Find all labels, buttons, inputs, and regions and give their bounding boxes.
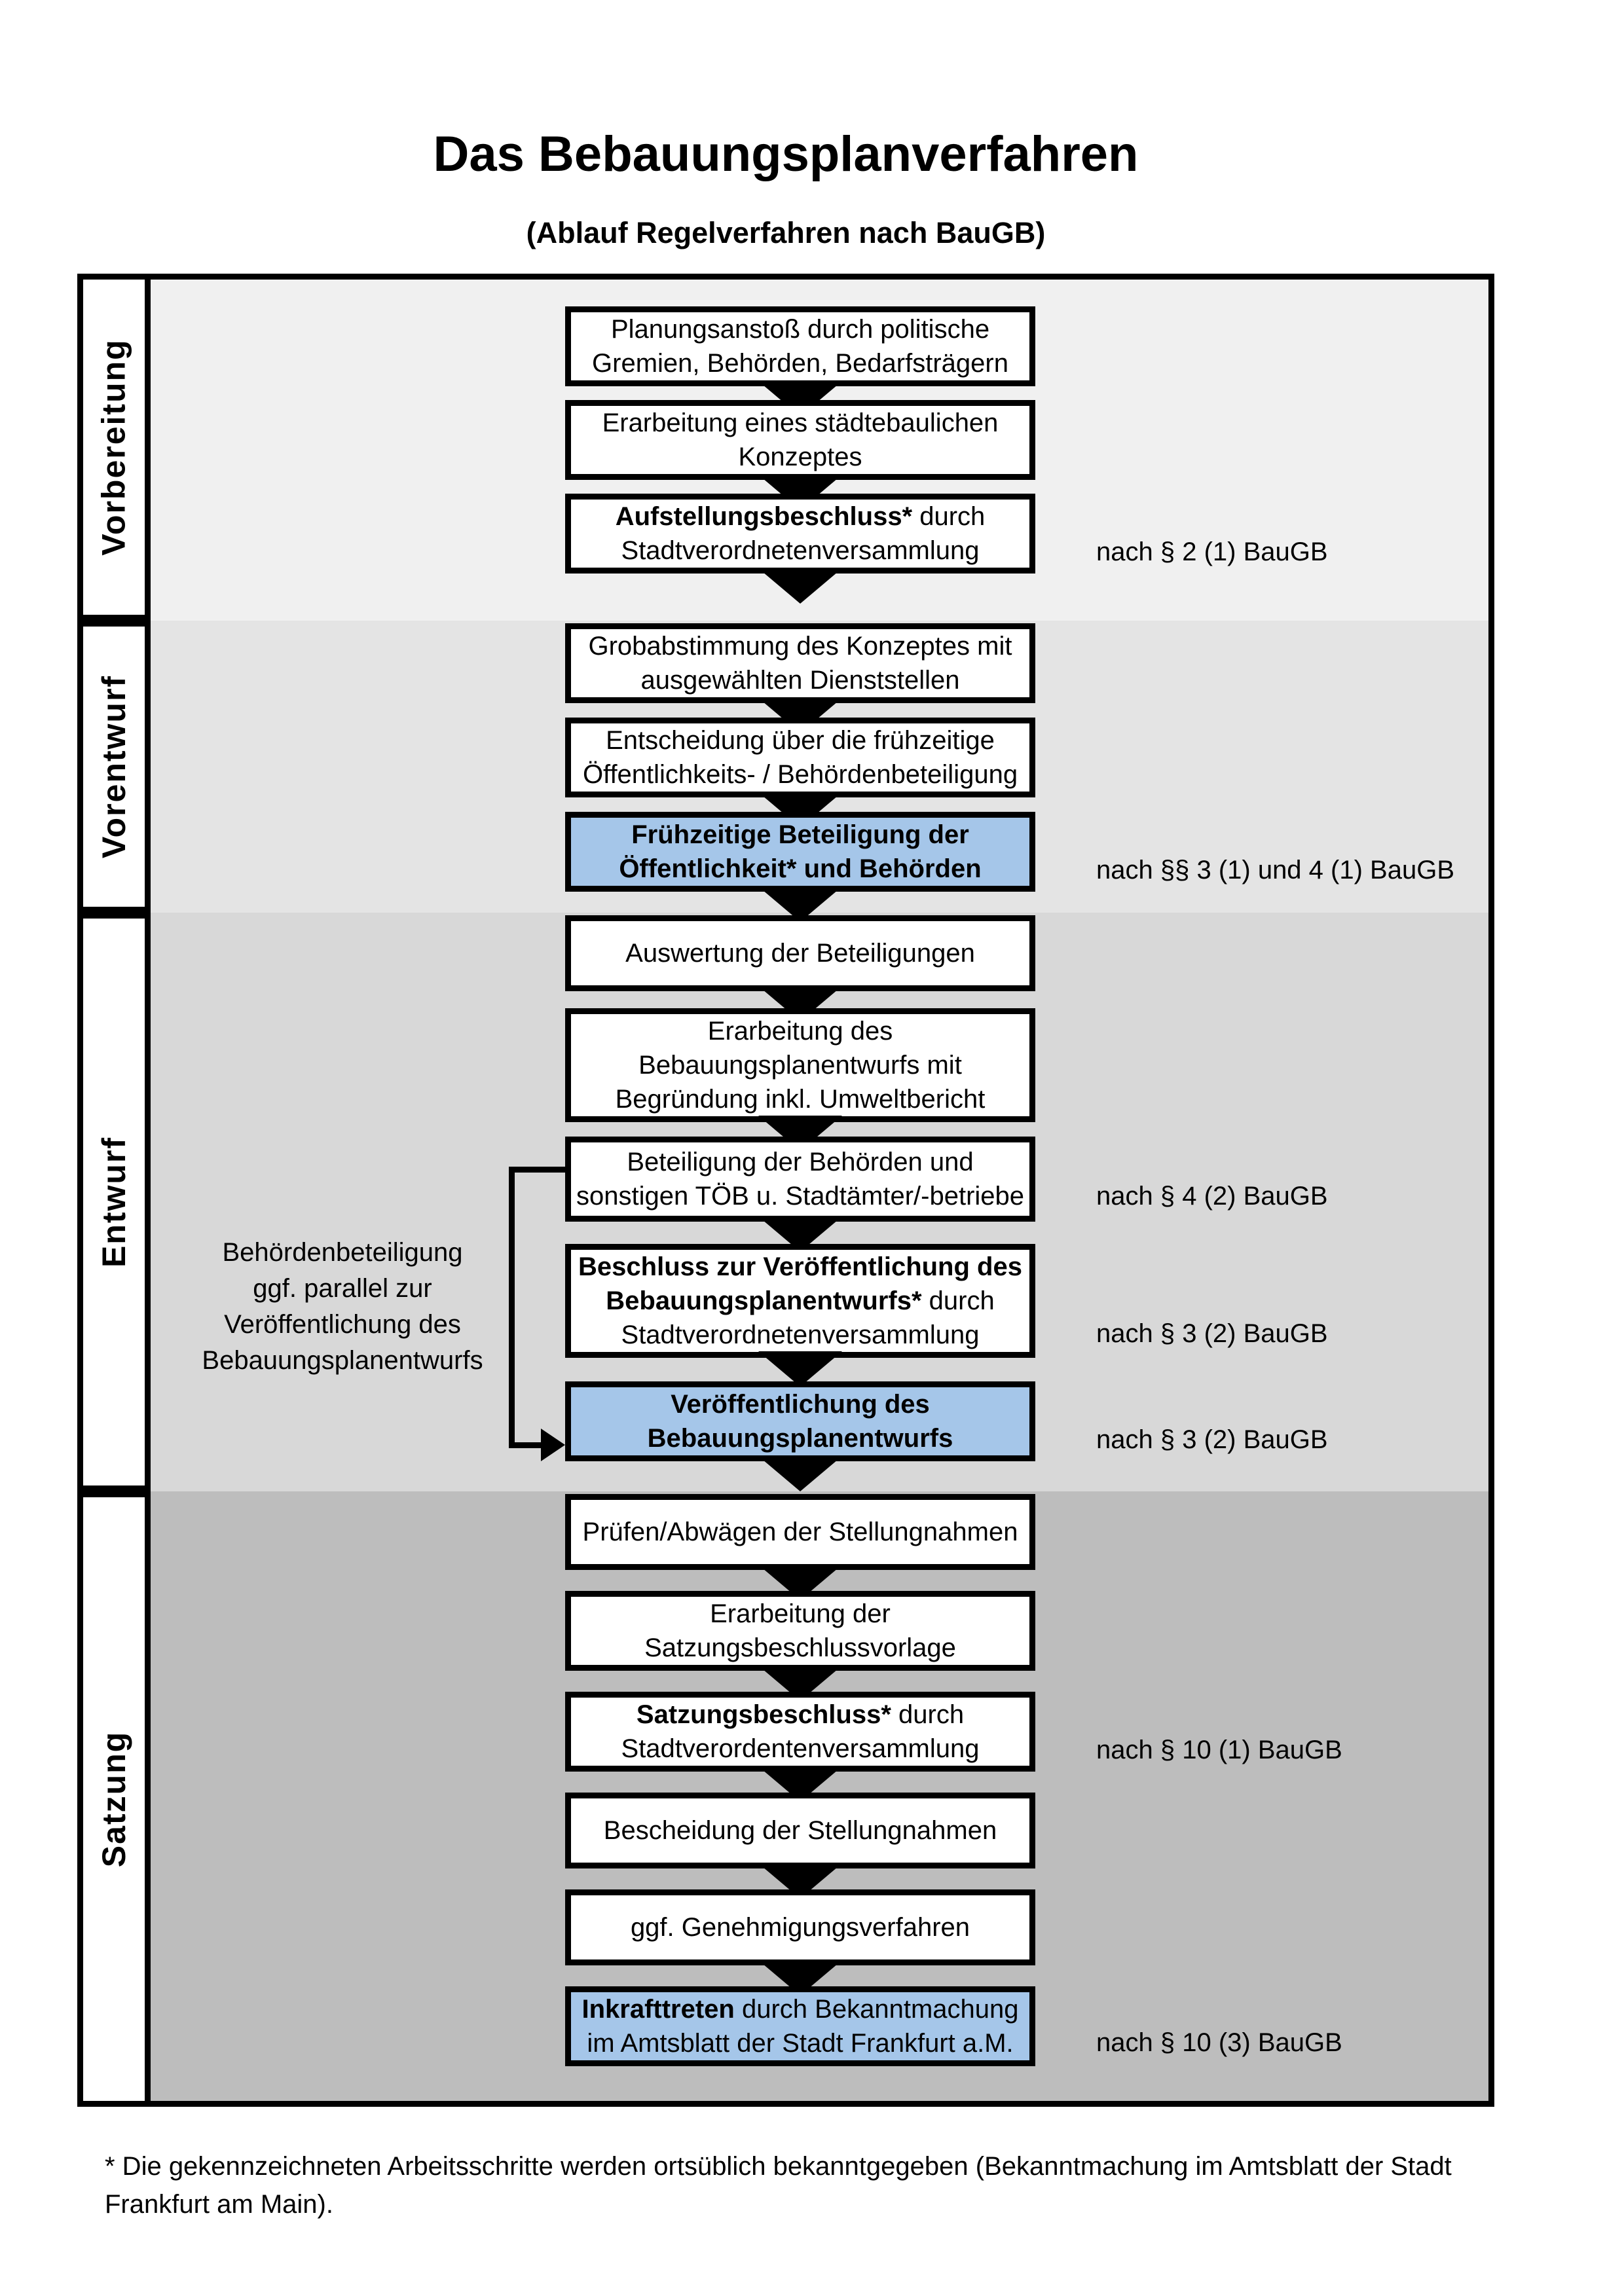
flow-box-fruehzeitige-beteiligung: Frühzeitige Beteiligung der Öffentlichke… <box>565 812 1035 892</box>
flow-box-veroeffentlichung-entwurf: Veröffentlichung des Bebauungsplanentwur… <box>565 1381 1035 1461</box>
phase-cell-entwurf: Entwurf <box>77 913 151 1491</box>
box-line: Satzungsbeschluss* durch <box>636 1700 965 1729</box>
flow-box-staedtebauliches-konzept: Erarbeitung eines städtebaulichen Konzep… <box>565 400 1035 480</box>
phase-cell-satzung: Satzung <box>77 1491 151 2107</box>
box-line: Prüfen/Abwägen der Stellungnahmen <box>582 1518 1018 1546</box>
flow-arrow-down-icon <box>758 568 842 604</box>
flow-arrow-down-icon <box>758 1456 842 1491</box>
flow-box-satzungsbeschlussvorlage: Erarbeitung der Satzungsbeschlussvorlage <box>565 1591 1035 1671</box>
annotation-paragraph-3-2-b: nach § 3 (2) BauGB <box>1096 1425 1328 1454</box>
flow-box-grobabstimmung: Grobabstimmung des Konzeptes mit ausgewä… <box>565 623 1035 703</box>
box-line: Aufstellungsbeschluss* durch <box>615 502 986 531</box>
annotation-paragraph-10-3: nach § 10 (3) BauGB <box>1096 2028 1342 2057</box>
box-line: Bebauungsplanentwurfs* durch <box>606 1286 995 1315</box>
box-line: Gremien, Behörden, Bedarfsträgern <box>592 349 1008 378</box>
box-line: im Amtsblatt der Stadt Frankfurt a.M. <box>587 2029 1014 2058</box>
box-line: Erarbeitung des <box>707 1017 893 1046</box>
box-line: Konzeptes <box>738 443 862 471</box>
flow-box-bescheidung-stellungnahmen: Bescheidung der Stellungnahmen <box>565 1793 1035 1868</box>
box-line: Öffentlichkeit* und Behörden <box>619 854 982 883</box>
bracket-connector-vertical <box>509 1167 515 1448</box>
box-line: Stadtverordnetenversammlung <box>621 536 980 565</box>
flow-box-erarbeitung-entwurf: Erarbeitung des Bebauungsplanentwurfs mi… <box>565 1008 1035 1122</box>
phase-cell-vorbereitung: Vorbereitung <box>77 274 151 621</box>
box-line: Bebauungsplanentwurfs <box>647 1424 953 1453</box>
box-line: Planungsanstoß durch politische <box>610 315 990 344</box>
side-note-line: Veröffentlichung des <box>224 1310 461 1339</box>
box-line: Öffentlichkeits- / Behördenbeteiligung <box>582 760 1018 789</box>
page-title: Das Bebauungsplanverfahren <box>433 126 1139 182</box>
box-line: Bebauungsplanentwurfs mit <box>638 1051 962 1080</box>
footnote-line: Frankfurt am Main). <box>105 2190 333 2219</box>
side-note-line: Behördenbeteiligung <box>222 1238 463 1267</box>
flow-arrow-down-icon <box>758 1351 842 1387</box>
flow-box-pruefen-abwaegen: Prüfen/Abwägen der Stellungnahmen <box>565 1494 1035 1570</box>
box-line: Inkrafttreten durch Bekanntmachung <box>581 1995 1019 2024</box>
box-line: ggf. Genehmigungsverfahren <box>630 1913 970 1942</box>
box-line: Veröffentlichung des <box>671 1390 930 1419</box>
annotation-paragraph-4-2: nach § 4 (2) BauGB <box>1096 1182 1328 1211</box>
flow-box-beschluss-veroeffentlichung: Beschluss zur Veröffentlichung des Bebau… <box>565 1244 1035 1358</box>
side-note-behoerdenbeteiligung: Behördenbeteiligung ggf. parallel zur Ve… <box>196 1235 489 1379</box>
box-line: Grobabstimmung des Konzeptes mit <box>588 632 1012 661</box>
phase-label-satzung: Satzung <box>96 1730 132 1868</box>
flow-box-planungsanstoss: Planungsanstoß durch politische Gremien,… <box>565 306 1035 386</box>
bracket-connector-bottom <box>511 1442 545 1448</box>
box-line: ausgewählten Dienststellen <box>640 666 960 695</box>
phase-label-vorbereitung: Vorbereitung <box>96 338 133 556</box>
phase-label-entwurf: Entwurf <box>96 1136 132 1268</box>
flow-box-entscheidung-fruehzeitig: Entscheidung über die frühzeitige Öffent… <box>565 718 1035 797</box>
phase-cell-vorentwurf: Vorentwurf <box>77 621 151 913</box>
box-line: sonstigen TÖB u. Stadtämter/-betriebe <box>576 1182 1025 1211</box>
annotation-paragraph-3-2-a: nach § 3 (2) BauGB <box>1096 1319 1328 1348</box>
box-line: Frühzeitige Beteiligung der <box>631 820 969 849</box>
box-line: Bescheidung der Stellungnahmen <box>603 1816 997 1845</box>
annotation-paragraph-2-1: nach § 2 (1) BauGB <box>1096 538 1328 566</box>
box-line: Beschluss zur Veröffentlichung des <box>578 1252 1022 1281</box>
flow-box-aufstellungsbeschluss: Aufstellungsbeschluss* durch Stadtverord… <box>565 494 1035 574</box>
footnote: * Die gekennzeichneten Arbeitsschritte w… <box>105 2147 1500 2223</box>
page-subtitle: (Ablauf Regelverfahren nach BauGB) <box>526 216 1046 249</box>
bracket-arrow-right-icon <box>541 1429 565 1461</box>
side-note-line: Bebauungsplanentwurfs <box>202 1346 483 1375</box>
flow-box-satzungsbeschluss: Satzungsbeschluss* durch Stadtverordente… <box>565 1692 1035 1772</box>
box-line: Satzungsbeschlussvorlage <box>644 1633 956 1662</box>
box-line: Erarbeitung der <box>710 1599 891 1628</box>
phase-label-vorentwurf: Vorentwurf <box>96 674 132 859</box>
flow-box-genehmigungsverfahren: ggf. Genehmigungsverfahren <box>565 1889 1035 1965</box>
flow-box-inkrafttreten: Inkrafttreten durch Bekanntmachung im Am… <box>565 1986 1035 2066</box>
side-note-line: ggf. parallel zur <box>253 1274 432 1303</box>
box-line: Begründung inkl. Umweltbericht <box>615 1085 986 1114</box>
annotation-paragraph-3-1-4-1: nach §§ 3 (1) und 4 (1) BauGB <box>1096 856 1454 884</box>
bracket-connector-top <box>509 1167 565 1173</box>
flow-box-beteiligung-behoerden: Beteiligung der Behörden und sonstigen T… <box>565 1137 1035 1222</box>
box-line: Auswertung der Beteiligungen <box>625 939 975 968</box>
box-line: Stadtverordnetenversammlung <box>621 1321 980 1349</box>
annotation-paragraph-10-1: nach § 10 (1) BauGB <box>1096 1736 1342 1764</box>
box-line: Stadtverordentenversammlung <box>621 1734 980 1763</box>
box-line: Erarbeitung eines städtebaulichen <box>602 409 999 437</box>
box-line: Beteiligung der Behörden und <box>627 1148 974 1176</box>
footnote-line: * Die gekennzeichneten Arbeitsschritte w… <box>105 2152 1452 2181</box>
box-line: Entscheidung über die frühzeitige <box>606 726 995 755</box>
flow-box-auswertung-beteiligungen: Auswertung der Beteiligungen <box>565 915 1035 991</box>
